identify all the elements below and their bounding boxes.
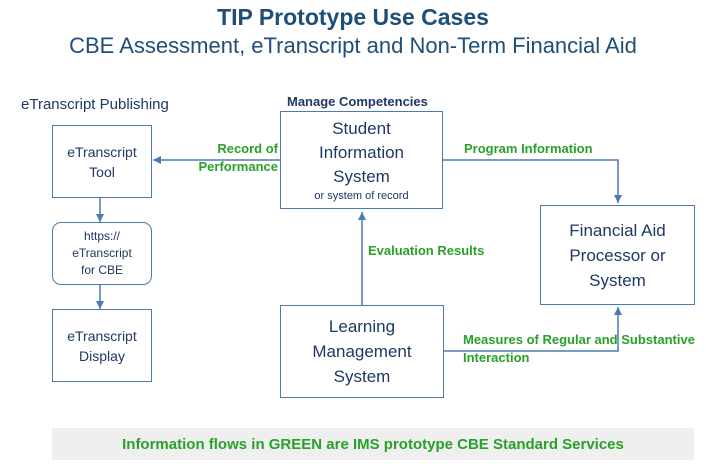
url-line-3: for CBE	[80, 263, 123, 277]
etool-line-2: Tool	[89, 163, 115, 180]
measures-line-2: Regular and Substantive Interaction	[463, 332, 695, 365]
financial-aid-box: Financial Aid Processor or System	[540, 205, 695, 305]
etranscript-display-box: eTranscript Display	[52, 309, 152, 382]
etranscript-tool-box: eTranscript Tool	[52, 125, 152, 198]
url-line-1: https://	[83, 229, 121, 243]
record-of-performance-label: Record of Performance	[168, 140, 278, 176]
diagram-subtitle: CBE Assessment, eTranscript and Non-Term…	[69, 33, 637, 58]
sis-line-1: Student	[332, 119, 391, 138]
edisplay-line-2: Display	[79, 347, 125, 364]
lms-line-2: Management	[312, 342, 412, 361]
finaid-line-1: Financial Aid	[569, 220, 666, 240]
footer-note: Information flows in GREEN are IMS proto…	[52, 428, 694, 460]
manage-competencies-label: Manage Competencies	[287, 94, 428, 109]
sis-note: or system of record	[314, 190, 409, 202]
record-line-1: Record of	[217, 141, 278, 156]
student-information-system-box: Student Information System or system of …	[280, 111, 443, 209]
sis-line-3: System	[333, 167, 390, 186]
evaluation-results-label: Evaluation Results	[368, 242, 484, 260]
lms-line-1: Learning	[328, 317, 396, 336]
arrow-sis-to-financial-aid	[443, 159, 622, 203]
evaluation-line-2: Results	[437, 243, 485, 258]
finaid-line-3: System	[589, 270, 646, 290]
url-line-2: eTranscript	[72, 246, 132, 260]
measures-line-1: Measures of	[463, 332, 539, 347]
etranscript-url-box: https:// eTranscript for CBE	[52, 222, 152, 285]
lms-line-3: System	[333, 367, 391, 386]
measures-label: Measures of Regular and Substantive Inte…	[463, 331, 706, 367]
etool-line-1: eTranscript	[67, 143, 137, 160]
diagram-title: TIP Prototype Use Cases	[217, 4, 489, 30]
program-information-label: Program Information	[464, 141, 593, 156]
learning-management-system-box: Learning Management System	[280, 305, 444, 398]
sis-line-2: Information	[318, 143, 405, 162]
arrow-lms-to-financial-aid	[444, 307, 622, 352]
edisplay-line-1: eTranscript	[67, 327, 137, 344]
etranscript-publishing-label: eTranscript Publishing	[21, 96, 169, 113]
evaluation-line-1: Evaluation	[368, 243, 434, 258]
finaid-line-2: Processor or	[569, 245, 666, 265]
record-line-2: Performance	[198, 159, 278, 174]
